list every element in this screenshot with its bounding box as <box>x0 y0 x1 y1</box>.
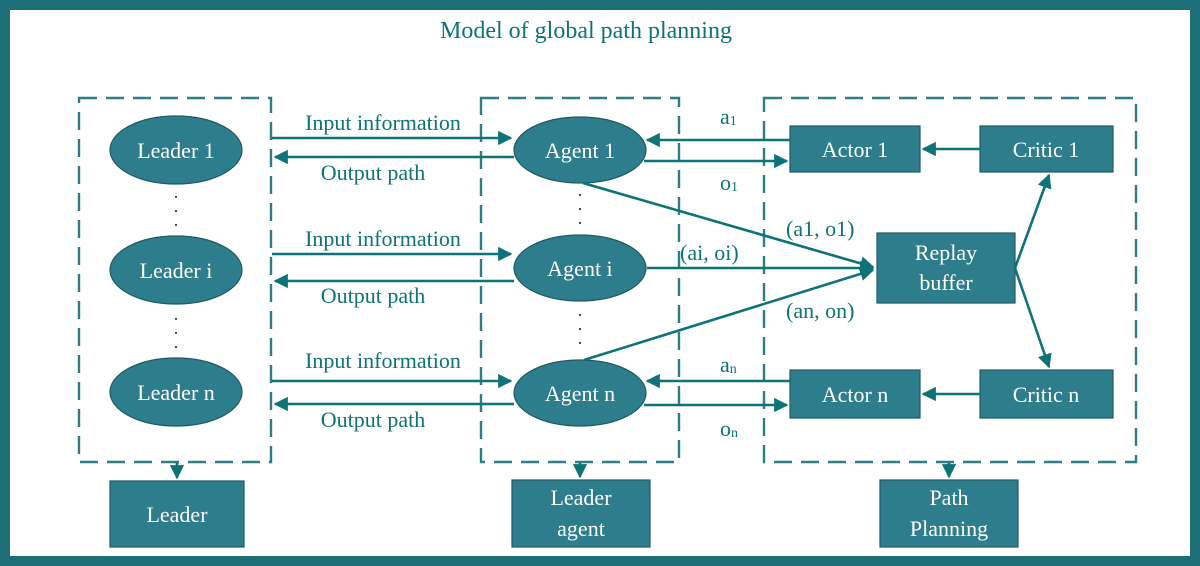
svg-text:.: . <box>578 194 583 214</box>
agent-i-node: Agent i <box>513 234 647 302</box>
leader-ellipsis-dots: . . . . . . <box>174 182 179 352</box>
svg-text:.: . <box>174 332 179 352</box>
svg-text:.: . <box>174 304 179 324</box>
replay-to-critic-1-arrow <box>1013 173 1052 269</box>
on-label: on <box>720 416 738 441</box>
svg-text:.: . <box>174 318 179 338</box>
path-planning-group-label-line1: Path <box>929 485 968 510</box>
agent-1-node: Agent 1 <box>513 116 647 184</box>
actor-1-label: Actor 1 <box>822 137 889 162</box>
svg-text:.: . <box>578 208 583 228</box>
leader-agent-group-label-line2: agent <box>557 516 605 541</box>
agent-group-box <box>479 96 681 464</box>
svg-text:.: . <box>174 182 179 202</box>
pair-1-label: (a1, o1) <box>786 216 854 241</box>
replay-buffer-box: Replay buffer <box>876 232 1016 304</box>
pair-i-label: (ai, oi) <box>680 240 739 265</box>
pair-n-label: (an, on) <box>786 298 854 323</box>
svg-text:.: . <box>578 314 583 334</box>
svg-text:.: . <box>578 328 583 348</box>
o1-label: o1 <box>720 170 738 195</box>
agent-n-to-replay-arrow <box>583 267 875 362</box>
leader-agent-group-label-line1: Leader <box>550 485 612 510</box>
actor-1-box: Actor 1 <box>789 125 921 173</box>
output-label-i: Output path <box>321 283 426 308</box>
svg-text:.: . <box>578 180 583 200</box>
agent-n-label: Agent n <box>545 381 615 406</box>
critic-n-label: Critic n <box>1013 382 1080 407</box>
input-label-1: Input information <box>305 110 461 135</box>
leader-group-label-box: Leader <box>109 480 245 548</box>
agent-1-to-replay-arrow <box>582 181 875 271</box>
replay-buffer-label-line1: Replay <box>915 240 977 265</box>
svg-text:.: . <box>174 210 179 230</box>
path-planning-group-box <box>762 96 1138 464</box>
leader-1-label: Leader 1 <box>137 138 215 163</box>
agent-n-node: Agent n <box>513 359 647 427</box>
svg-text:.: . <box>174 196 179 216</box>
leader-i-label: Leader i <box>140 258 213 283</box>
leader-i-node: Leader i <box>109 235 243 305</box>
agent-ellipsis-dots: . . . . . . <box>578 180 583 348</box>
an-label: an <box>720 352 737 377</box>
path-planning-group-label-box: Path Planning <box>879 479 1019 548</box>
output-label-n: Output path <box>321 407 426 432</box>
leader-group-label: Leader <box>146 502 208 527</box>
a1-label: a1 <box>720 104 737 129</box>
svg-text:.: . <box>578 300 583 320</box>
leader-1-node: Leader 1 <box>109 115 243 185</box>
critic-1-box: Critic 1 <box>979 125 1114 173</box>
critic-n-box: Critic n <box>979 369 1114 419</box>
leader-agent-group-label-box: Leader agent <box>511 479 651 548</box>
agent-i-label: Agent i <box>547 256 612 281</box>
input-label-n: Input information <box>305 348 461 373</box>
replay-to-critic-n-arrow <box>1013 267 1052 369</box>
replay-buffer-label-line2: buffer <box>919 270 973 295</box>
actor-n-box: Actor n <box>789 369 921 419</box>
agent-1-label: Agent 1 <box>545 138 615 163</box>
input-label-i: Input information <box>305 226 461 251</box>
output-label-1: Output path <box>321 160 426 185</box>
critic-1-label: Critic 1 <box>1013 137 1080 162</box>
leader-n-node: Leader n <box>109 357 243 427</box>
leader-n-label: Leader n <box>137 380 215 405</box>
path-planning-group-label-line2: Planning <box>910 516 988 541</box>
leader-group-box <box>77 96 273 464</box>
diagram-title: Model of global path planning <box>440 18 732 44</box>
actor-n-label: Actor n <box>822 382 889 407</box>
